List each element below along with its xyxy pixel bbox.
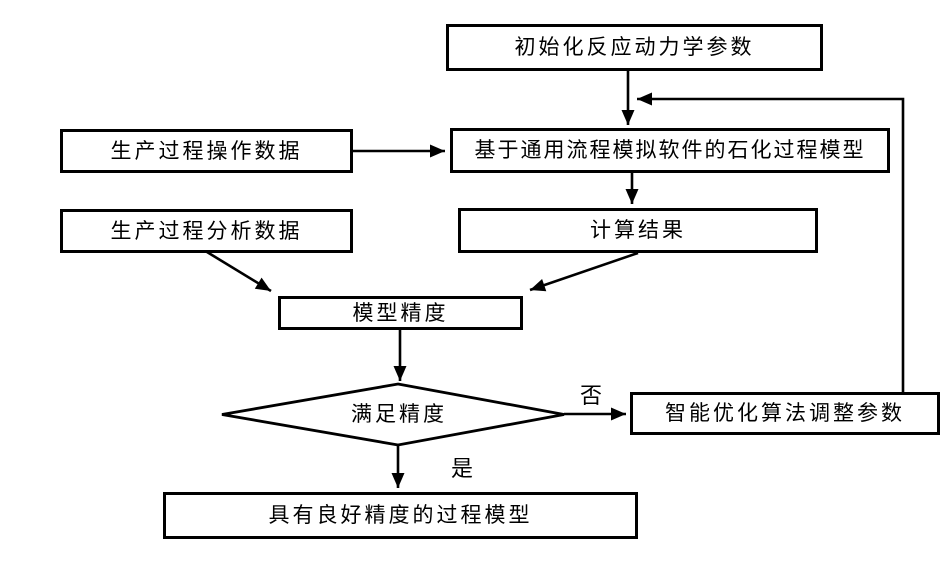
node-calc-result: 计算结果 [458, 208, 818, 253]
edge-optimizer-feedback [637, 92, 905, 392]
edge-analysis-to-accuracy [206, 250, 272, 293]
edge-label-yes: 是 [451, 457, 474, 482]
node-final-model: 具有良好精度的过程模型 [163, 492, 638, 539]
decision-diamond [221, 382, 565, 447]
node-model-accuracy: 模型精度 [278, 296, 523, 330]
node-analysis-data: 生产过程分析数据 [60, 209, 353, 253]
node-process-model: 基于通用流程模拟软件的石化过程模型 [450, 128, 890, 173]
edge-calc-to-accuracy [529, 251, 639, 292]
node-init-params: 初始化反应动力学参数 [446, 24, 823, 71]
decision-label: 满足精度 [351, 402, 447, 426]
node-operation-data: 生产过程操作数据 [60, 129, 353, 173]
node-optimizer: 智能优化算法调整参数 [630, 392, 940, 435]
edge-label-no: 否 [580, 384, 603, 409]
